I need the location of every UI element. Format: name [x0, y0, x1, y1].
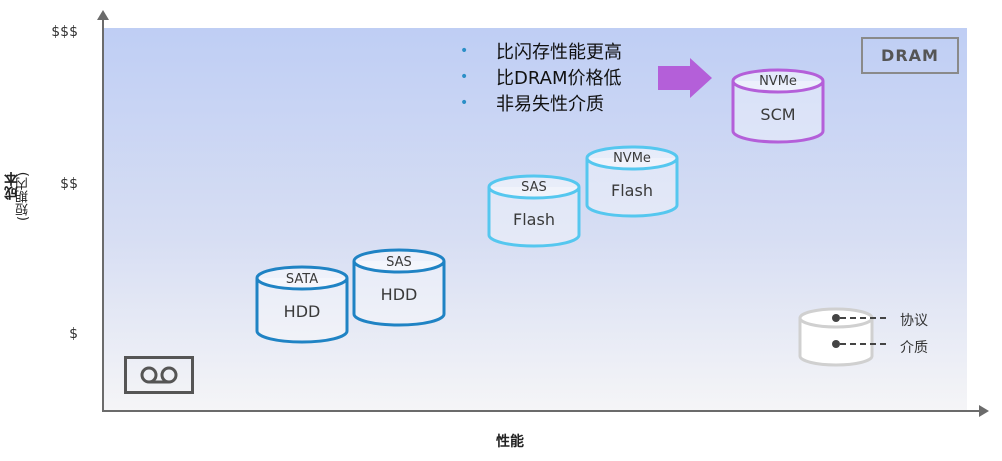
bullet-dot-icon: • [460, 95, 469, 111]
y-tick-high: $$$ [51, 24, 78, 40]
cylinder-media-label: Flash [513, 210, 555, 229]
y-axis-arrow [97, 10, 109, 20]
cylinder-sas-hdd-icon [352, 248, 446, 327]
legend-protocol-label: 协议 [900, 313, 928, 329]
cylinder-sata-hdd-icon [255, 265, 349, 344]
bullet-item: •非易失性介质 [460, 94, 604, 115]
y-tick-low: $ [69, 326, 78, 342]
cylinder-media-label: SCM [760, 105, 796, 124]
cylinder-protocol-label: SAS [521, 180, 547, 195]
bullet-dot-icon: • [460, 69, 469, 85]
bullet-item: •比DRAM价格低 [460, 68, 622, 89]
y-tick-mid: $$ [60, 176, 78, 192]
x-axis [102, 410, 980, 412]
feature-bullet-list: •比闪存性能更高 •比DRAM价格低 •非易失性介质 [458, 38, 622, 116]
x-axis-label: 性能 [496, 434, 524, 450]
bullet-dot-icon: • [460, 43, 469, 59]
y-axis [102, 18, 104, 412]
tape-storage-icon [124, 356, 194, 394]
cylinder-nvme-scm-icon [731, 68, 825, 144]
cylinder-media-label: HDD [283, 302, 321, 321]
x-axis-arrow [979, 405, 989, 417]
callout-arrow-icon [658, 58, 712, 98]
legend-media-label: 介质 [900, 340, 928, 356]
cylinder-protocol-label: NVMe [759, 74, 797, 89]
dram-label-box: DRAM [861, 37, 959, 74]
cylinder-protocol-label: SATA [285, 272, 319, 287]
cylinder-media-label: HDD [380, 285, 418, 304]
legend-cylinder-icon [798, 307, 890, 367]
cylinder-sas-flash-icon [487, 174, 581, 248]
bullet-item: •比闪存性能更高 [460, 42, 622, 63]
cylinder-media-label: Flash [611, 181, 653, 200]
cylinder-protocol-label: SAS [386, 255, 412, 270]
cylinder-nvme-flash-icon [585, 145, 679, 218]
cylinder-protocol-label: NVMe [613, 151, 651, 166]
